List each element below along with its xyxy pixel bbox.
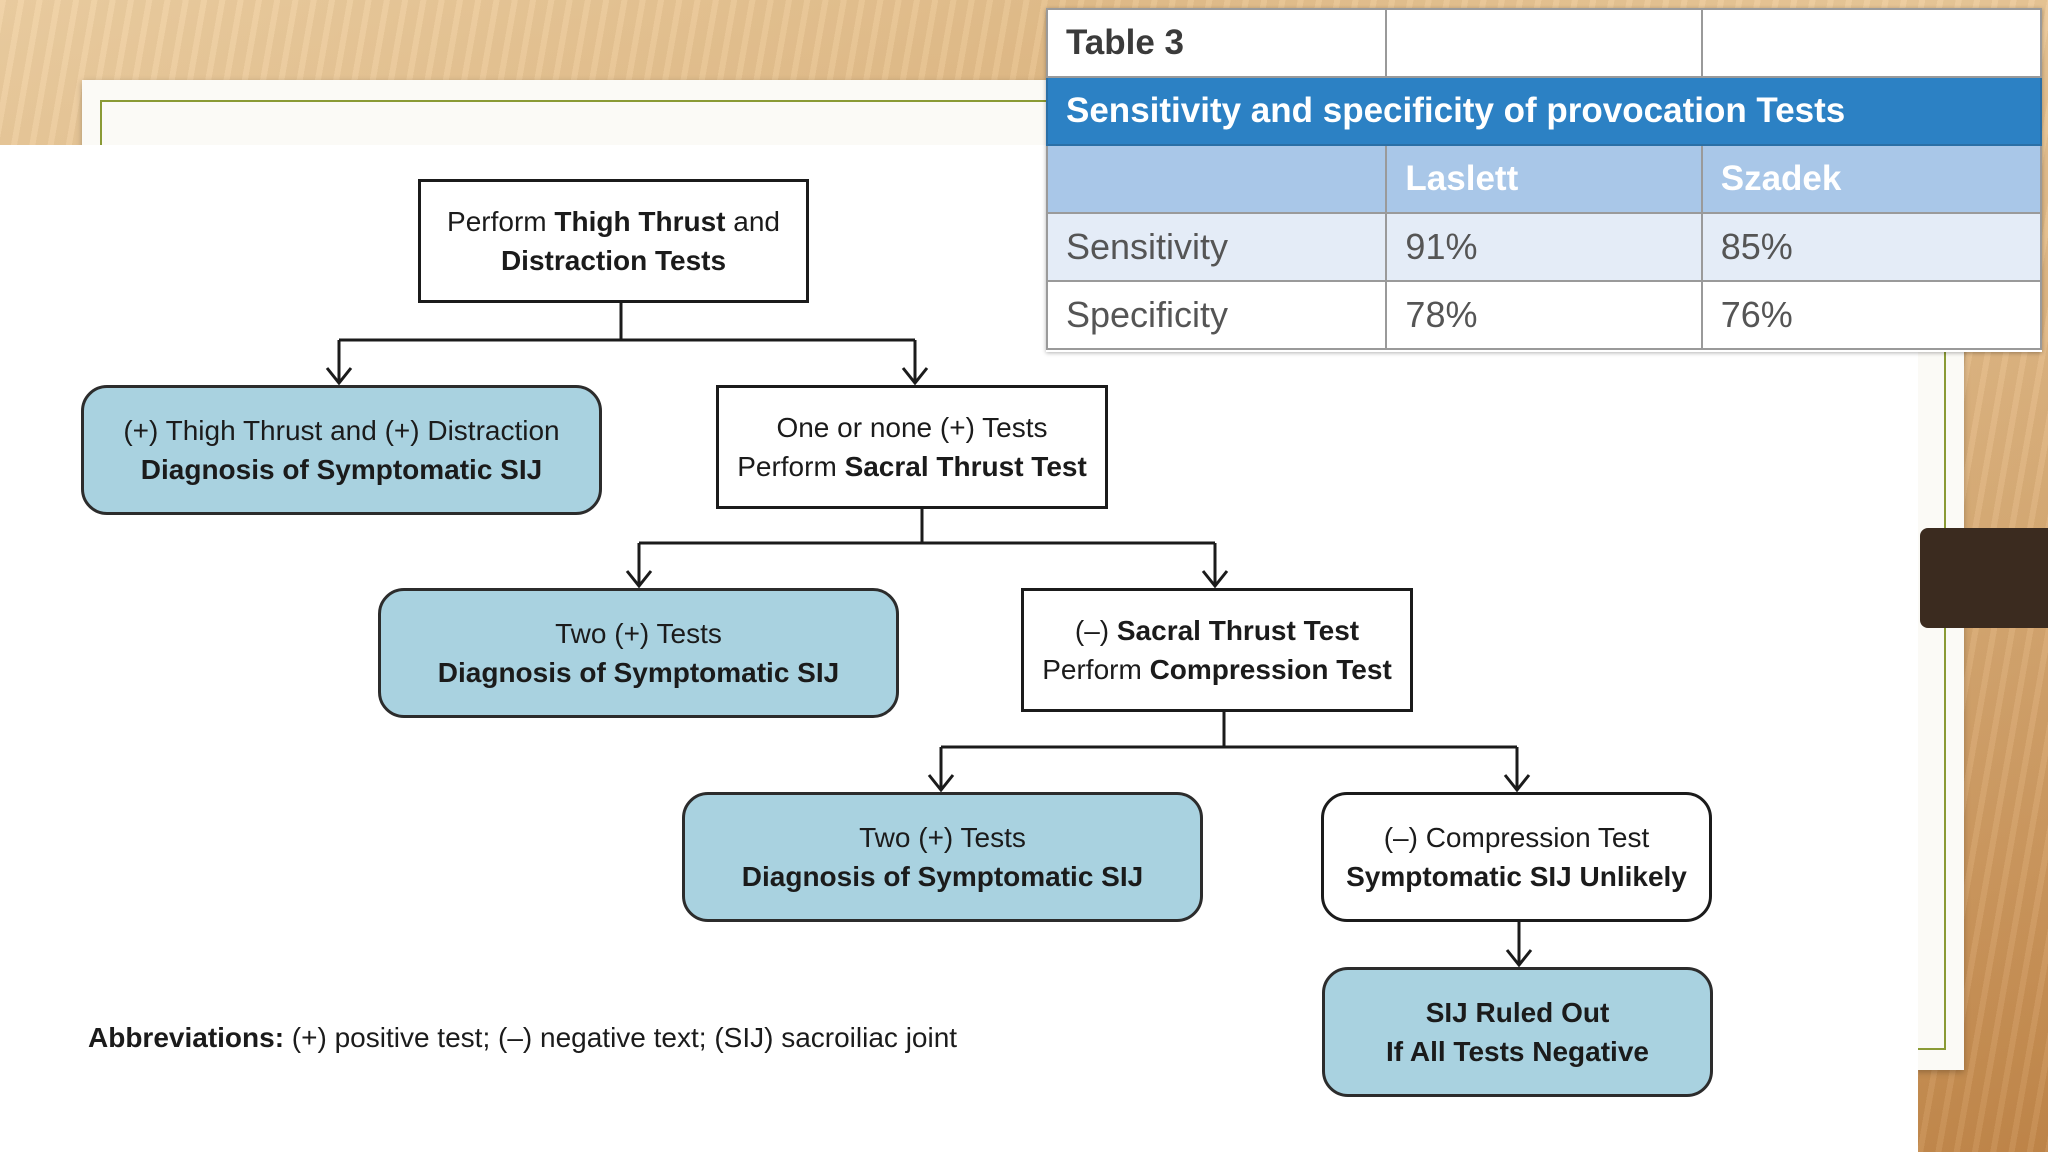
table-title-row: Sensitivity and specificity of provocati… [1046, 76, 2042, 146]
start-post: and [725, 206, 780, 237]
table-caption-empty [1385, 8, 1703, 78]
one-or-none-box: One or none (+) Tests Perform Sacral Thr… [716, 385, 1108, 509]
two-positive-a-line2: Diagnosis of Symptomatic SIJ [437, 657, 840, 688]
table-header-cell: Szadek [1700, 144, 2043, 214]
arrowhead [1503, 774, 1531, 793]
abbreviations-note: Abbreviations: (+) positive test; (–) ne… [88, 1022, 957, 1054]
arrowhead [325, 367, 353, 386]
table-cell: 78% [1385, 280, 1703, 350]
neg-sacral-bold2: Compression Test [1149, 654, 1392, 685]
two-positive-box-b: Two (+) Tests Diagnosis of Symptomatic S… [682, 792, 1203, 922]
table-row: Sensitivity 91% 85% [1045, 212, 2043, 282]
two-positive-b-line1: Two (+) Tests [859, 822, 1026, 853]
neg-sacral-bold1: Sacral Thrust Test [1116, 615, 1360, 646]
arrowhead [927, 774, 955, 793]
ruled-out-box: SIJ Ruled Out If All Tests Negative [1322, 967, 1713, 1097]
one-or-none-line1: One or none (+) Tests [776, 412, 1048, 443]
both-positive-box: (+) Thigh Thrust and (+) Distraction Dia… [81, 385, 602, 515]
arrowhead [625, 570, 653, 589]
start-pre: Perform [447, 206, 555, 237]
table-cell: 76% [1700, 280, 2043, 350]
table-cell: 91% [1385, 212, 1703, 282]
start-box: Perform Thigh Thrust and Distraction Tes… [418, 179, 809, 303]
arrowhead [1505, 949, 1533, 968]
table-caption-empty [1700, 8, 2043, 78]
ruled-out-line1: SIJ Ruled Out [1425, 997, 1610, 1028]
start-line2: Distraction Tests [500, 245, 727, 276]
table-row: Specificity 78% 76% [1045, 280, 2043, 350]
table-header-row: Laslett Szadek [1045, 144, 2043, 214]
neg-compression-line1: (–) Compression Test [1383, 822, 1650, 853]
ruled-out-line2: If All Tests Negative [1386, 1036, 1649, 1067]
slide-tab-right [1920, 528, 2048, 628]
one-or-none-bold: Sacral Thrust Test [844, 451, 1087, 482]
neg-compression-line2: Symptomatic SIJ Unlikely [1346, 861, 1687, 892]
table-cell: Specificity [1045, 280, 1388, 350]
both-positive-line2: Diagnosis of Symptomatic SIJ [140, 454, 543, 485]
connector-start [337, 303, 917, 382]
table-cell: 85% [1700, 212, 2043, 282]
table-caption-row: Table 3 [1045, 8, 2043, 78]
start-bold: Thigh Thrust [554, 206, 726, 237]
neg-compression-box: (–) Compression Test Symptomatic SIJ Unl… [1321, 792, 1712, 922]
one-or-none-pre: Perform [737, 451, 845, 482]
abbreviations-label: Abbreviations: [88, 1022, 285, 1053]
table-cell: Sensitivity [1045, 212, 1388, 282]
table-caption: Table 3 [1045, 8, 1388, 78]
table-header-cell [1045, 144, 1388, 214]
two-positive-a-line1: Two (+) Tests [555, 618, 722, 649]
arrowhead [1201, 570, 1229, 589]
two-positive-box-a: Two (+) Tests Diagnosis of Symptomatic S… [378, 588, 899, 718]
connector-one-or-none [637, 508, 1217, 585]
both-positive-line1: (+) Thigh Thrust and (+) Distraction [123, 415, 560, 446]
neg-sacral-box: (–) Sacral Thrust Test Perform Compressi… [1021, 588, 1413, 712]
table-header-cell: Laslett [1385, 144, 1703, 214]
table-title: Sensitivity and specificity of provocati… [1046, 76, 2042, 146]
abbreviations-text: (+) positive test; (–) negative text; (S… [284, 1022, 958, 1053]
arrowhead [901, 367, 929, 386]
sensitivity-table: Table 3 Sensitivity and specificity of p… [1045, 8, 2043, 352]
neg-sacral-pre2: Perform [1042, 654, 1150, 685]
neg-sacral-pre1: (–) [1074, 615, 1117, 646]
connector-neg-sacral [939, 711, 1519, 789]
two-positive-b-line2: Diagnosis of Symptomatic SIJ [741, 861, 1144, 892]
